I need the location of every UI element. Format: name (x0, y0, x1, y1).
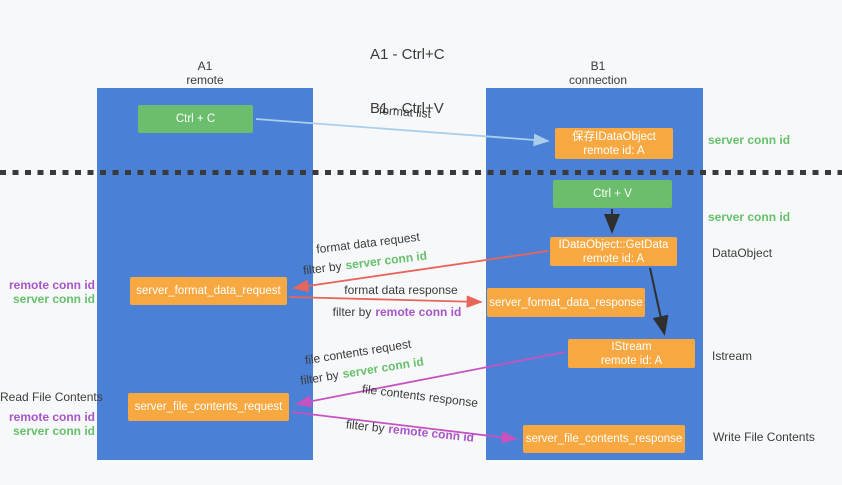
label-server-conn-id-left-top: server conn id (12, 292, 95, 306)
remote-conn-id-text: remote conn id (375, 305, 462, 319)
node-ctrl-v-label: Ctrl + V (593, 188, 632, 200)
title-line-2: B1 - Ctrl+V (370, 100, 444, 117)
label-write-file-contents: Write File Contents (713, 430, 815, 444)
filter-by-text: filter by (332, 305, 372, 319)
filter-by-text: filter by (345, 417, 386, 436)
lifeline-b1-name: B1 (590, 59, 606, 73)
node-server-file-contents-response: server_file_contents_response (523, 425, 685, 453)
node-save-idataobject-line1: 保存IDataObject (572, 130, 656, 143)
label-server-conn-id-right-top: server conn id (708, 133, 791, 147)
node-istream-line2: remote id: A (600, 354, 663, 367)
label-server-conn-id-left-bottom: server conn id (12, 424, 95, 438)
label-istream: Istream (712, 349, 753, 363)
lifeline-header-b1: B1 connection (538, 59, 658, 87)
node-istream-line1: IStream (611, 340, 652, 353)
node-save-idataobject: 保存IDataObject remote id: A (555, 128, 673, 159)
node-istream: IStream remote id: A (568, 339, 695, 368)
node-ctrl-c-label: Ctrl + C (175, 113, 216, 125)
label-server-conn-id-right-mid: server conn id (708, 210, 791, 224)
node-ctrl-c: Ctrl + C (138, 105, 253, 133)
node-ctrl-v: Ctrl + V (553, 180, 672, 208)
node-getdata-line1: IDataObject::GetData (558, 238, 669, 251)
node-save-idataobject-line2: remote id: A (583, 144, 645, 157)
node-server-format-data-request: server_format_data_request (130, 277, 287, 305)
lifeline-b1-role: connection (568, 73, 628, 87)
node-server-format-data-response: server_format_data_response (487, 288, 645, 317)
label-format-data-response: format data response (344, 283, 458, 297)
diagram-title: A1 - Ctrl+C B1 - Ctrl+V (370, 10, 445, 154)
arrow-format-data-response (288, 295, 483, 308)
node-file-request-label: server_file_contents_request (134, 401, 283, 413)
dotted-separator-line (0, 170, 842, 175)
label-read-file-contents: Read File Contents (0, 390, 103, 404)
node-format-response-label: server_format_data_response (489, 296, 643, 309)
node-idataobject-getdata: IDataObject::GetData remote id: A (550, 237, 677, 266)
node-format-request-label: server_format_data_request (136, 285, 281, 297)
lifeline-a1-name: A1 (197, 59, 213, 73)
node-getdata-line2: remote id: A (582, 252, 645, 265)
node-server-file-contents-request: server_file_contents_request (128, 393, 289, 421)
lifeline-a1-role: remote (186, 73, 224, 87)
node-file-response-label: server_file_contents_response (525, 433, 683, 445)
lifeline-header-a1: A1 remote (145, 59, 265, 87)
label-dataobject: DataObject (712, 246, 773, 260)
remote-conn-id-text: remote conn id (387, 421, 475, 445)
label-remote-conn-id-left-bottom: remote conn id (8, 410, 95, 424)
title-line-1: A1 - Ctrl+C (370, 46, 445, 63)
label-file-contents-response: file contents response (361, 381, 479, 411)
label-remote-conn-id-left-top: remote conn id (8, 278, 95, 292)
server-conn-id-text: server conn id (344, 248, 428, 273)
